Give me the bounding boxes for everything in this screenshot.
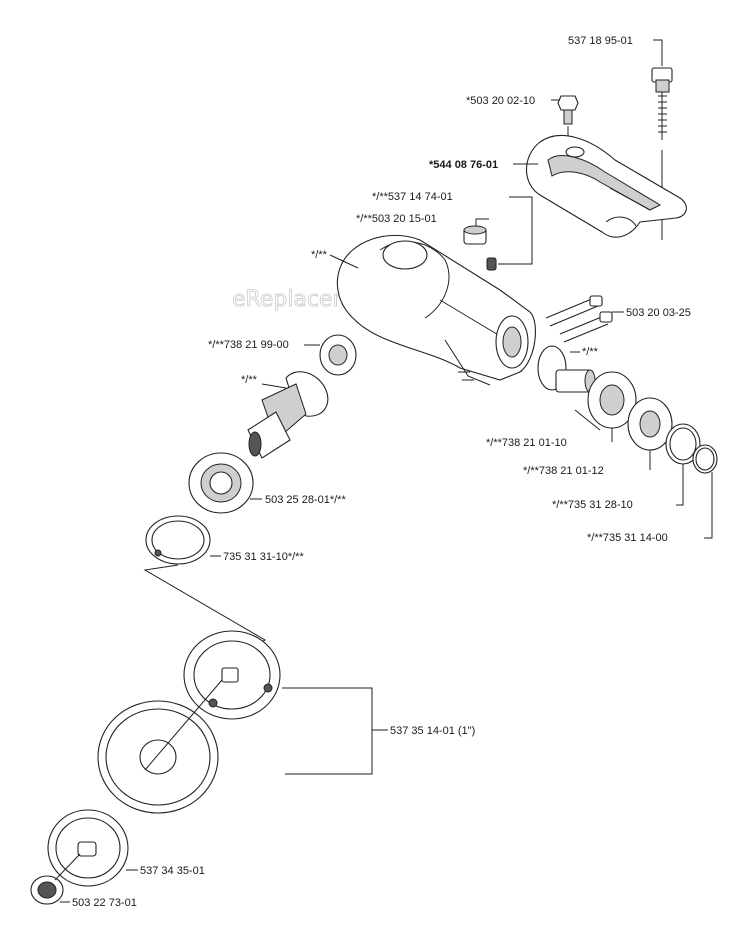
- bearing-738-21-01-10: [587, 371, 637, 429]
- bolt-503-20-02-10: [557, 95, 579, 125]
- label-screw-small: */**503 20 15-01: [356, 213, 437, 225]
- bolts-503-20-03-25: [545, 295, 613, 343]
- label-shaft-gear: */**: [582, 346, 599, 358]
- pinion-gear: [247, 371, 329, 459]
- label-bearing-b: */**738 21 01-10: [486, 437, 567, 449]
- screw-503-20-15-01: [486, 257, 497, 271]
- label-screw-top: 537 18 95-01: [568, 35, 633, 47]
- circlip-735-31-31-10: [145, 515, 211, 565]
- bearing-503-25-28-01: [188, 452, 254, 514]
- label-ring-b: */**735 31 14-00: [587, 532, 668, 544]
- screw-537-18-95-01: [651, 67, 673, 140]
- disc-537-35-14-01: [97, 700, 219, 814]
- ring-735-31-28-10: [665, 423, 701, 465]
- bearing-738-21-99-00: [319, 334, 357, 376]
- flange-537-35-14-01: [183, 630, 281, 720]
- label-cover: *544 08 76-01: [429, 159, 498, 171]
- label-nut: 503 22 73-01: [72, 897, 137, 909]
- label-bearing-main: 503 25 28-01*/**: [265, 494, 346, 506]
- gear-housing: [336, 234, 536, 386]
- label-plug: */**537 14 74-01: [372, 191, 453, 203]
- label-bolt-top: *503 20 02-10: [466, 95, 535, 107]
- label-pinion: */**: [241, 374, 258, 386]
- label-washer: 537 34 35-01: [140, 865, 205, 877]
- label-circlip: 735 31 31-10*/**: [223, 551, 304, 563]
- label-ring-a: */**735 31 28-10: [552, 499, 633, 511]
- cover-544-08-76-01: [526, 135, 687, 238]
- label-bearing-a: */**738 21 99-00: [208, 339, 289, 351]
- label-bearing-c: */**738 21 01-12: [523, 465, 604, 477]
- label-bolts-right: 503 20 03-25: [626, 307, 691, 319]
- label-gear-housing: */**: [311, 249, 328, 261]
- ring-735-31-14-00: [692, 444, 718, 474]
- bearing-738-21-01-12: [627, 397, 673, 451]
- plug-537-14-74-01: [463, 225, 487, 245]
- nut-503-22-73-01: [30, 875, 64, 905]
- label-kit: 537 35 14-01 (1"): [390, 725, 475, 737]
